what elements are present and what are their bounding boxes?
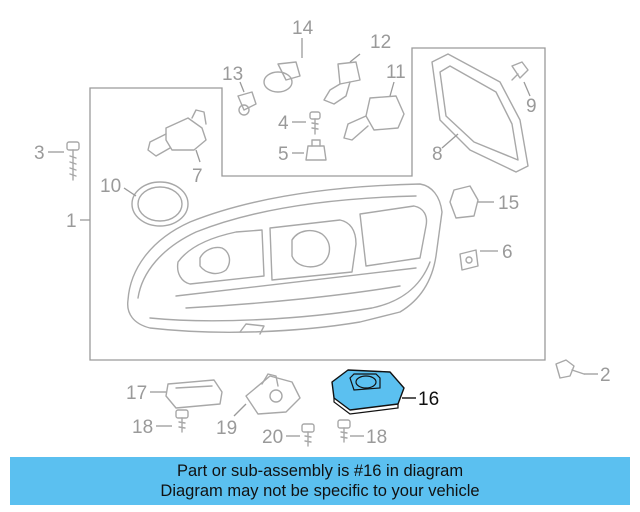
headlamp-housing xyxy=(127,183,443,335)
callout-18-right: 18 xyxy=(366,427,387,448)
callout-17: 17 xyxy=(126,383,147,404)
banner-line-disclaimer: Diagram may not be specific to your vehi… xyxy=(160,482,480,500)
callout-1: 1 xyxy=(66,211,77,232)
xenon-bulb-icon xyxy=(343,95,405,141)
callout-12: 12 xyxy=(370,32,391,53)
screw-icon xyxy=(175,409,189,433)
ballast-module-icon[interactable] xyxy=(331,369,405,415)
bulb-icon xyxy=(237,91,257,116)
parts-diagram: 2 3 4 5 6 7 8 9 xyxy=(34,18,611,448)
bolt-icon xyxy=(511,61,529,81)
callout-10: 10 xyxy=(100,176,121,197)
bulb-icon xyxy=(263,61,301,93)
callout-7: 7 xyxy=(192,166,203,187)
callout-19: 19 xyxy=(216,418,237,439)
callout-9: 9 xyxy=(526,96,537,117)
callout-6: 6 xyxy=(502,242,513,263)
callout-14: 14 xyxy=(292,18,314,39)
bracket-icon xyxy=(245,373,301,415)
callout-5: 5 xyxy=(278,144,289,165)
clip-icon xyxy=(459,249,479,271)
clip-icon xyxy=(305,139,327,161)
screw-icon xyxy=(309,111,321,135)
callout-4: 4 xyxy=(278,113,289,134)
callout-3: 3 xyxy=(34,143,45,164)
control-module-icon xyxy=(165,379,223,409)
callout-11: 11 xyxy=(386,62,406,83)
bulb-socket-icon xyxy=(147,109,207,157)
callout-8: 8 xyxy=(432,144,443,165)
callout-13: 13 xyxy=(222,64,243,85)
bolt-icon xyxy=(555,359,585,379)
banner-line-part: Part or sub-assembly is #16 in diagram xyxy=(176,462,464,480)
bulb-icon xyxy=(323,61,361,105)
callout-20: 20 xyxy=(262,427,283,448)
info-banner: Part or sub-assembly is #16 in diagram D… xyxy=(10,457,630,505)
callout-16: 16 xyxy=(418,389,439,410)
screw-icon xyxy=(337,419,351,443)
callout-18-left: 18 xyxy=(132,417,153,438)
rear-cover-icon xyxy=(431,53,529,173)
connector-icon xyxy=(449,185,479,219)
seal-ring-icon xyxy=(131,181,189,227)
callout-15: 15 xyxy=(498,193,519,214)
screw-icon xyxy=(66,141,80,181)
screw-icon xyxy=(301,423,315,447)
assembly-outline xyxy=(89,47,546,361)
callout-2: 2 xyxy=(600,365,611,386)
